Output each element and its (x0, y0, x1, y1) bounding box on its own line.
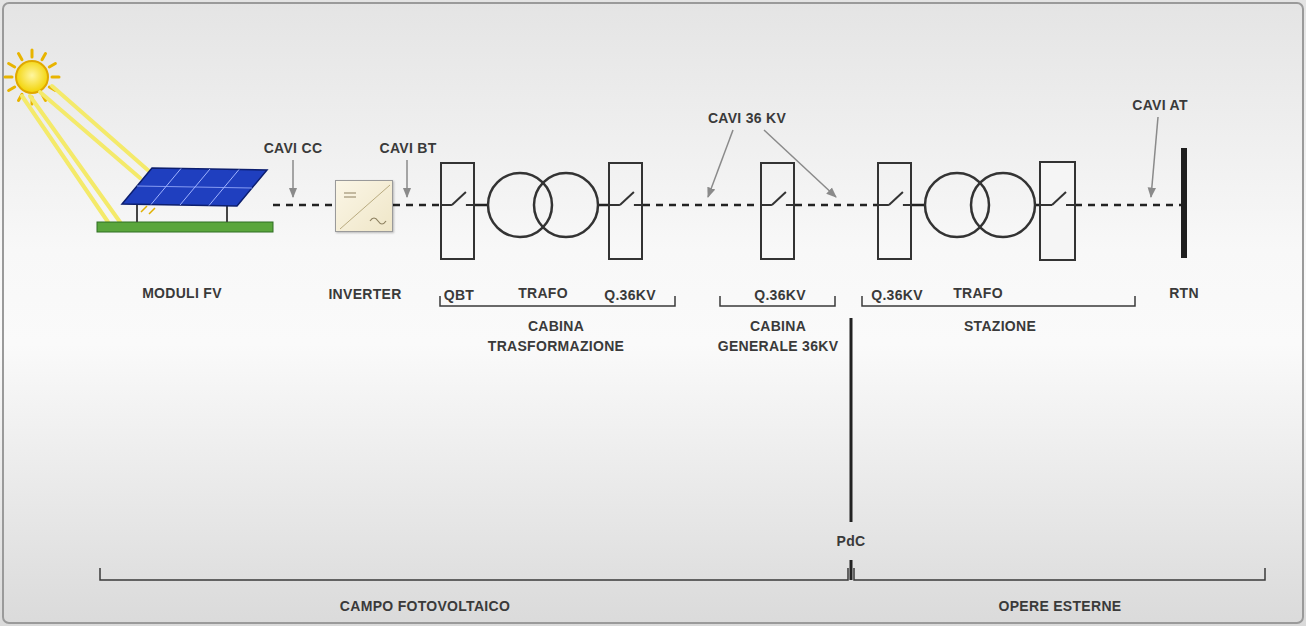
cable-label: CAVI 36 KV (708, 108, 786, 128)
frame (3, 3, 1303, 623)
section-label: CAMPO FOTOVOLTAICO (340, 596, 510, 616)
switch-box (1040, 162, 1075, 260)
transformer-symbol: TRAFO (924, 172, 1036, 238)
cable-connector (643, 204, 760, 207)
cable-label: CAVI AT (1132, 95, 1188, 115)
transformer-symbol: TRAFO (487, 172, 599, 238)
inverter-icon (336, 181, 392, 231)
transformer-coils (924, 172, 1036, 238)
connection-point-label: PdC (837, 531, 866, 551)
cable-connector (795, 204, 877, 207)
section-label: OPERE ESTERNE (999, 596, 1122, 616)
node-label: TRAFO (518, 285, 568, 301)
node-label: Q.36KV (871, 287, 923, 303)
group-label: STAZIONE (964, 316, 1036, 336)
cable-label: CAVI CC (264, 138, 323, 158)
group-label: CABINA TRASFORMAZIONE (481, 316, 631, 356)
group-label: CABINA GENERALE 36KV (714, 316, 842, 356)
switchboard-box: Q.36KV (877, 162, 912, 260)
node-label: QBT (444, 287, 474, 303)
cable-connector (273, 204, 335, 207)
cable-connector (912, 204, 924, 207)
cable-connector (475, 204, 487, 207)
cable-connector (393, 204, 440, 207)
cable-label: CAVI BT (379, 138, 436, 158)
pv-panel-illustration (97, 160, 273, 234)
node-label: RTN (1169, 285, 1199, 301)
node-label: MODULI FV (142, 285, 222, 301)
switchboard-box: QBT (440, 162, 475, 260)
node-label: Q.36KV (604, 287, 656, 303)
switch-symbols (440, 192, 912, 205)
switchboard-box: Q.36KV (608, 162, 643, 260)
grid-busbar: RTN (1181, 148, 1187, 258)
node-label: INVERTER (328, 286, 401, 302)
node-label: Q.36KV (754, 287, 806, 303)
switchboard-box: Q.36KV (760, 162, 795, 260)
transformer-coils (487, 172, 599, 238)
inverter-box: INVERTER (335, 180, 393, 232)
cable-connector (599, 204, 608, 207)
group-brackets (100, 296, 1265, 580)
pv-module: MODULI FV (97, 160, 273, 234)
node-label: TRAFO (953, 285, 1003, 301)
